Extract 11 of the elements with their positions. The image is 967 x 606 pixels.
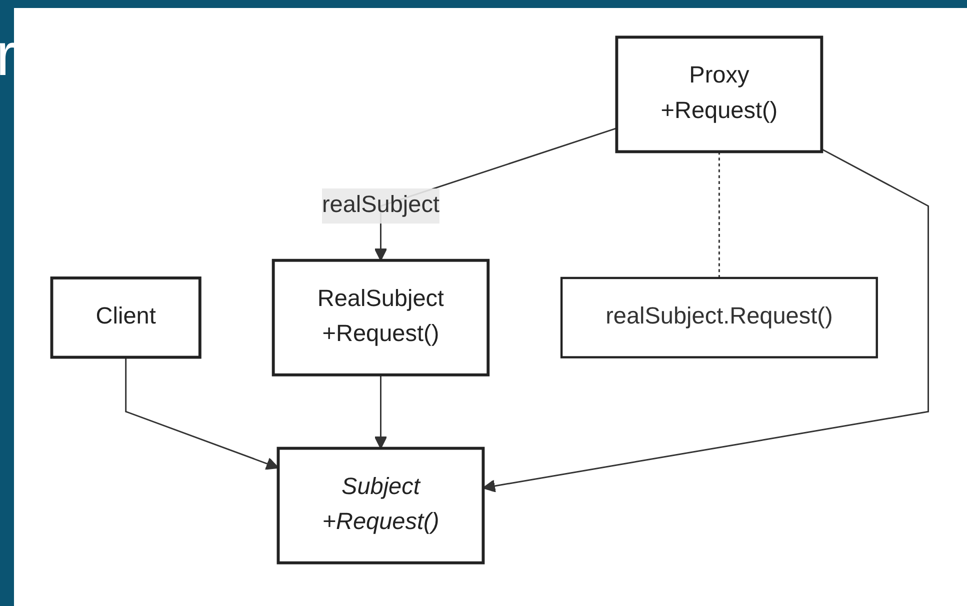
arrow — [374, 374, 388, 449]
node-box: realSubject.Request() — [560, 276, 878, 358]
node-box: RealSubject +Request() — [272, 258, 490, 376]
edge-label: realSubject — [322, 192, 440, 218]
node-box: Client — [50, 276, 202, 359]
node-box: Subject +Request() — [276, 446, 485, 564]
arrow — [125, 357, 279, 470]
arrow — [482, 148, 929, 492]
node-box: Proxy +Request() — [615, 36, 824, 154]
connector — [718, 152, 720, 278]
cut-off-title-text: r — [0, 20, 16, 90]
